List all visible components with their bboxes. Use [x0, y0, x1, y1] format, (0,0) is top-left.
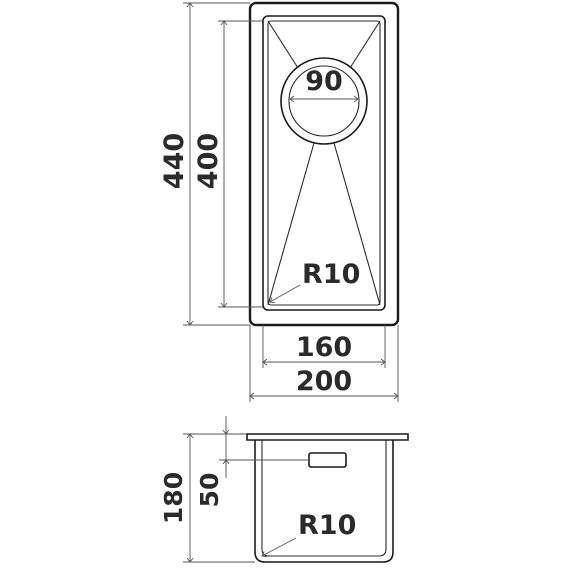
drain-inner-circle [288, 65, 360, 137]
slope-line-bottom-right [333, 142, 381, 306]
side-view: R10 180 50 [159, 416, 409, 563]
slope-line-top-right [349, 20, 381, 69]
total-height-label: 440 [159, 133, 190, 189]
slope-line-bottom-left [267, 142, 315, 306]
sink-flange [246, 433, 409, 441]
drain-outer-circle [280, 57, 368, 145]
corner-radius-label-side: R10 [298, 510, 356, 541]
corner-radius-leader [270, 284, 301, 302]
sink-inner-bowl [262, 15, 386, 311]
total-width-label: 200 [296, 366, 352, 397]
sink-bowl-profile [254, 440, 394, 563]
drain-diameter-label: 90 [305, 66, 343, 97]
total-depth-label: 180 [159, 472, 188, 524]
sink-outer-rim [248, 1, 400, 327]
flange-depth-label: 50 [195, 473, 224, 508]
top-view: 90 R10 440 400 160 200 [159, 1, 400, 402]
side-corner-radius-leader [262, 537, 297, 556]
inner-height-label: 400 [193, 133, 224, 189]
inner-width-label: 160 [296, 332, 352, 363]
overflow-slot [308, 452, 347, 468]
sink-inner-bowl-offset [267, 20, 381, 306]
corner-radius-label-top: R10 [302, 259, 360, 290]
slope-line-top-left [267, 20, 299, 69]
